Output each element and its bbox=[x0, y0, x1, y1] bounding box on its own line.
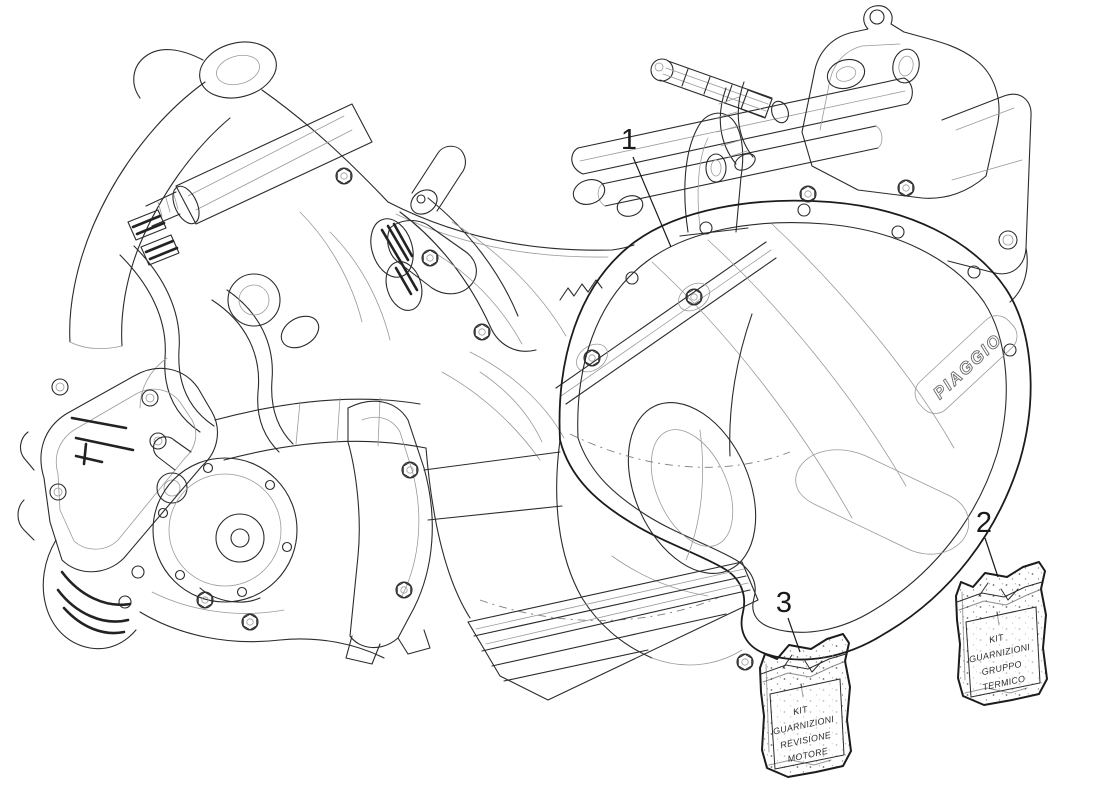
rear-bracket-right bbox=[941, 93, 1032, 303]
frame-bracket-left bbox=[69, 41, 389, 350]
callout-2: 2 bbox=[976, 507, 999, 578]
callout-2-label: 2 bbox=[976, 507, 992, 539]
callout-3: 3 bbox=[776, 587, 801, 653]
shock-mount-plate bbox=[801, 5, 1000, 199]
valve-cover bbox=[17, 367, 218, 573]
corrugated-hose bbox=[715, 81, 756, 171]
callout-1: 1 bbox=[621, 124, 672, 248]
engine-illustration: PIAGGIO bbox=[17, 5, 1032, 701]
mount-rail bbox=[555, 241, 777, 405]
finned-side-cover bbox=[42, 539, 145, 650]
oil-sump-fins bbox=[467, 561, 759, 701]
input-shaft bbox=[650, 58, 789, 124]
lower-crankcase bbox=[139, 439, 743, 666]
gasket-kit-package-2: KIT GUARNIZIONI GRUPPO TERMICO bbox=[955, 561, 1048, 706]
cam-sprockets bbox=[370, 218, 603, 311]
intake-duct bbox=[145, 103, 373, 227]
torque-link-arms bbox=[571, 77, 913, 217]
crankcase-top-contour bbox=[387, 201, 635, 258]
fasteners bbox=[196, 167, 915, 671]
water-pump-cover bbox=[152, 436, 298, 603]
package-3-line-1: KIT bbox=[792, 704, 810, 717]
package-2-line-1: KIT bbox=[988, 632, 1006, 645]
coolant-hoses bbox=[119, 245, 294, 453]
starter-motor bbox=[387, 145, 477, 295]
spark-plug-boss bbox=[156, 472, 188, 504]
cylinder-block bbox=[214, 211, 567, 461]
callout-2-leader bbox=[984, 537, 999, 578]
front-mount-bracket bbox=[399, 197, 565, 461]
callout-1-label: 1 bbox=[621, 124, 637, 156]
piaggio-logo: PIAGGIO bbox=[930, 330, 1006, 403]
cvt-cover bbox=[479, 199, 1032, 661]
callout-3-label: 3 bbox=[776, 587, 792, 619]
callout-1-leader bbox=[632, 156, 672, 248]
center-support-bracket bbox=[345, 400, 563, 665]
gasket-kit-package-3: KIT GUARNIZIONI REVISIONE MOTORE bbox=[759, 633, 852, 778]
top-mount-bracket bbox=[679, 112, 749, 237]
throttle-body bbox=[227, 273, 320, 349]
